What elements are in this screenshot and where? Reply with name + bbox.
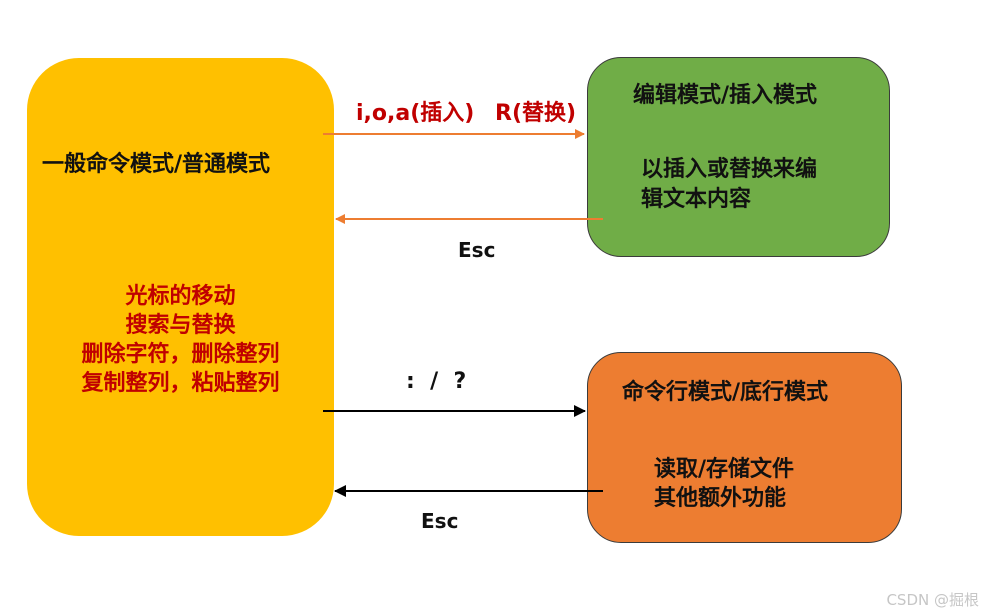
normal-mode-feature-2: 搜索与替换 bbox=[125, 313, 236, 338]
label-esc-from-insert: Esc bbox=[458, 238, 496, 262]
insert-mode-desc-2: 辑文本内容 bbox=[641, 187, 752, 212]
cmdline-mode-desc-1: 读取/存储文件 bbox=[654, 457, 795, 482]
label-esc-from-cmdline: Esc bbox=[421, 509, 459, 533]
label-insert-keys: i,o,a(插入) bbox=[356, 101, 475, 126]
cmdline-mode-box bbox=[587, 352, 902, 543]
normal-mode-box bbox=[27, 58, 334, 536]
insert-mode-title: 编辑模式/插入模式 bbox=[633, 83, 818, 108]
insert-mode-box bbox=[587, 57, 890, 257]
normal-mode-feature-1: 光标的移动 bbox=[125, 284, 236, 309]
watermark: CSDN @掘根 bbox=[886, 591, 979, 609]
label-cmdline-keys: : / ? bbox=[406, 369, 467, 394]
label-replace-key: R(替换) bbox=[495, 101, 577, 126]
normal-mode-feature-3: 删除字符，删除整列 bbox=[81, 342, 280, 367]
normal-mode-feature-4: 复制整列，粘贴整列 bbox=[81, 371, 280, 396]
insert-mode-desc-1: 以插入或替换来编 bbox=[641, 157, 818, 182]
cmdline-mode-desc-2: 其他额外功能 bbox=[654, 486, 787, 511]
cmdline-mode-title: 命令行模式/底行模式 bbox=[622, 380, 829, 405]
normal-mode-title: 一般命令模式/普通模式 bbox=[42, 152, 271, 177]
